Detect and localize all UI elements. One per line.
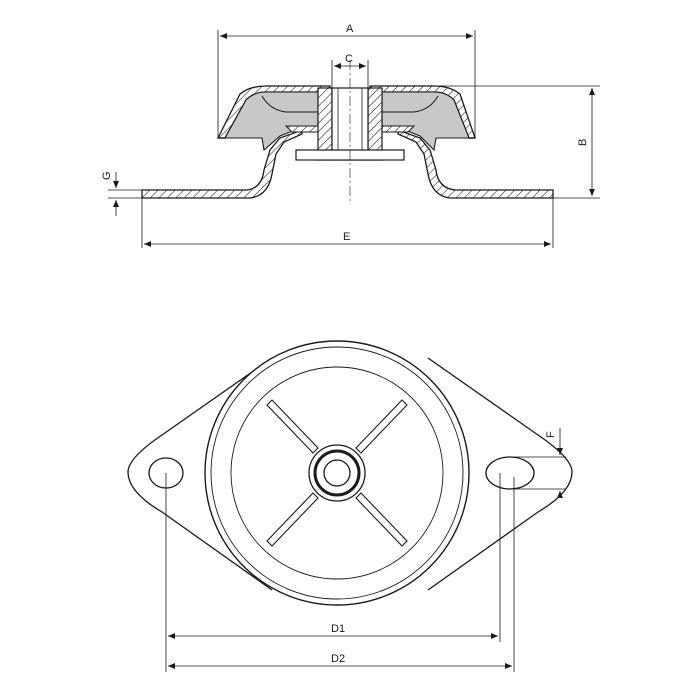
rubber-element-right — [381, 91, 470, 152]
flange-outline — [127, 357, 573, 591]
bushing-bore — [323, 459, 351, 487]
mounting-hole-right — [485, 456, 535, 490]
dimension-a: A — [217, 23, 476, 138]
label-c: C — [345, 53, 353, 65]
dimension-f: F — [510, 428, 566, 498]
dimension-d2: D2 — [165, 477, 515, 672]
label-f: F — [545, 431, 557, 438]
body-second-circle — [210, 346, 464, 600]
base-flange — [141, 129, 554, 199]
rubber-ring-circle — [230, 366, 444, 580]
label-g: G — [101, 171, 113, 180]
side-section-view — [141, 60, 554, 204]
bushing-wall-left — [317, 87, 333, 161]
inner-ridge-left — [261, 95, 318, 113]
plan-view — [127, 340, 573, 606]
dimension-c: C — [331, 53, 369, 88]
rubber-element-left — [224, 91, 319, 152]
dimension-d1: D1 — [165, 473, 501, 642]
dimension-e: E — [141, 198, 554, 248]
cross-ribs — [266, 399, 408, 547]
inner-plate-right — [381, 125, 416, 133]
inner-ridge-right — [382, 95, 439, 113]
label-e: E — [343, 231, 350, 243]
dimension-g: G — [101, 171, 142, 216]
bushing-wall-right — [367, 87, 383, 161]
label-d1: D1 — [331, 623, 345, 635]
label-d2: D2 — [331, 653, 345, 665]
inner-plate-left — [284, 125, 319, 133]
label-a: A — [346, 23, 354, 35]
dimension-b: B — [440, 85, 600, 199]
label-b: B — [577, 139, 589, 146]
